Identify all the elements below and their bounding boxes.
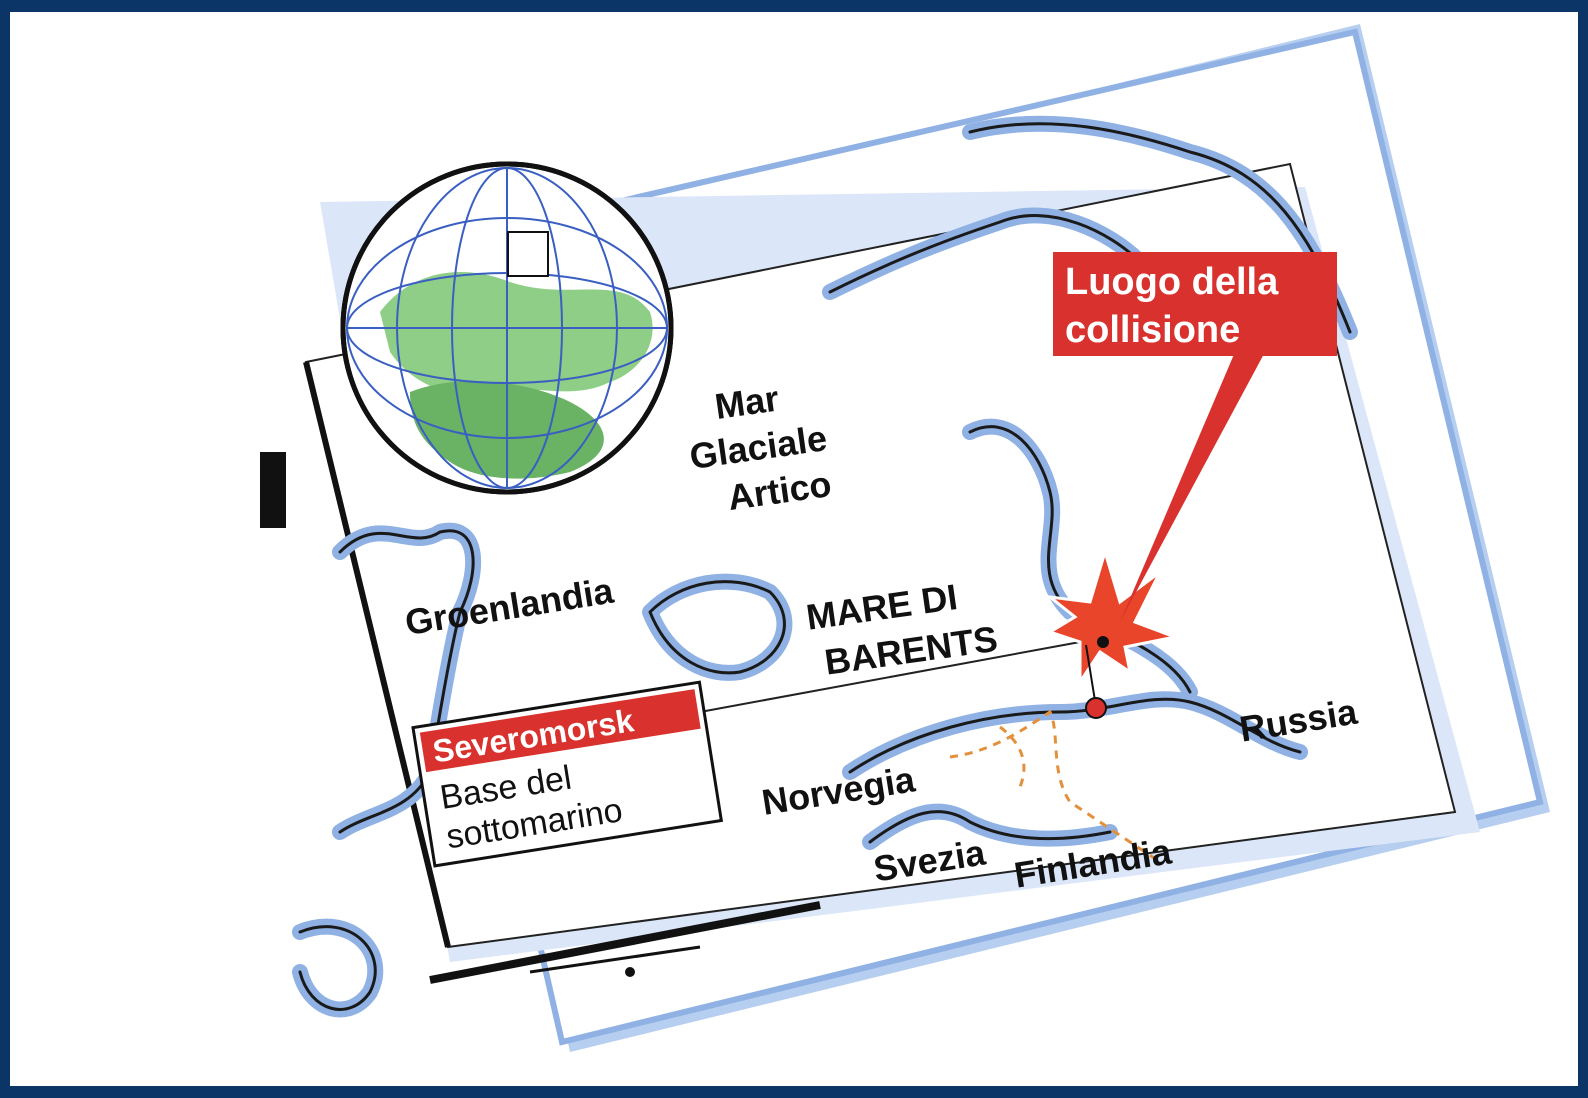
globe-inset-box	[507, 231, 549, 277]
callout-pointer	[1120, 352, 1265, 622]
severomorsk-pointer	[1085, 644, 1097, 708]
map-svg: Luogo della collisione Severomorsk Base …	[260, 24, 1550, 1052]
callout-line2: collisione	[1065, 309, 1240, 351]
severomorsk-dot	[1085, 697, 1107, 719]
callout-line1: Luogo della	[1065, 261, 1279, 303]
map-canvas: Luogo della collisione Severomorsk Base …	[10, 12, 1578, 1086]
inset-line	[699, 641, 1081, 713]
collision-callout: Luogo della collisione	[1053, 252, 1337, 356]
globe	[340, 161, 674, 495]
severomorsk-legend: Severomorsk Base del sottomarino	[411, 680, 724, 868]
label-sea-line1: Mar	[712, 377, 781, 427]
frame-corner-mark	[260, 452, 286, 528]
country-borders	[949, 709, 1161, 864]
collision-marker	[1044, 546, 1181, 687]
sea-label-group: Mar Glaciale Artico	[687, 377, 834, 518]
bottom-scale	[429, 901, 821, 984]
